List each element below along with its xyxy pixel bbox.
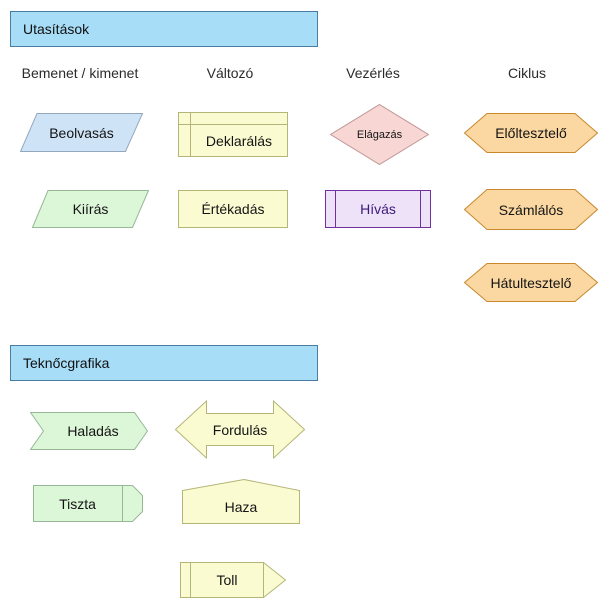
column-label-vezerles: Vezérlés	[346, 65, 400, 81]
hexagon-icon	[464, 113, 598, 153]
tool-label-szamlalos: Számlálós	[498, 201, 564, 218]
double-arrow-icon	[175, 400, 305, 459]
hexagon-icon	[464, 263, 598, 302]
tool-deklaralas[interactable]: Deklarálás	[178, 112, 288, 157]
column-label-valtozo: Változó	[206, 65, 254, 81]
tool-label-toll: Toll	[216, 572, 238, 588]
rectangle-icon	[178, 190, 288, 228]
tool-label-beolvasas: Beolvasás	[49, 124, 114, 141]
tool-label-haladas: Haladás	[67, 423, 119, 439]
column-label-bemenet-kimenet: Bemenet / kimenet	[21, 65, 139, 81]
house-icon	[182, 479, 300, 524]
tool-label-hivas: Hívás	[360, 201, 396, 217]
tool-label-fordulas: Fordulás	[212, 421, 268, 438]
pencil-icon	[180, 562, 286, 598]
tool-label-haza: Haza	[224, 498, 258, 515]
section-header-utasitasok[interactable]: Utasítások	[10, 11, 318, 47]
tool-fordulas[interactable]: Fordulás	[175, 400, 305, 459]
column-label-ciklus: Ciklus	[507, 65, 547, 81]
section-title: Utasítások	[23, 21, 90, 37]
tool-haladas[interactable]: Haladás	[30, 412, 148, 450]
tool-szamlalos[interactable]: Számlálós	[464, 189, 598, 230]
tool-hatultesztelo[interactable]: Hátultesztelő	[464, 263, 598, 302]
tool-label-elagazas: Elágazás	[356, 128, 403, 141]
tool-tiszta[interactable]: Tiszta	[33, 485, 143, 522]
tool-hivas[interactable]: Hívás	[325, 190, 431, 228]
tool-elagazas[interactable]: Elágazás	[330, 104, 429, 165]
parallelogram-icon	[20, 113, 143, 152]
tool-label-eloltesztelo: Előltesztelő	[495, 125, 567, 141]
section-title: Teknőcgrafika	[23, 355, 110, 371]
tool-haza[interactable]: Haza	[182, 479, 300, 524]
diamond-icon	[330, 104, 429, 165]
tool-ertekadas[interactable]: Értékadás	[178, 190, 288, 228]
tool-kiiras[interactable]: Kiírás	[32, 190, 149, 228]
hexagon-icon	[464, 189, 598, 230]
tool-label-deklaralas: Deklarálás	[205, 132, 273, 149]
section-header-teknocgrafika[interactable]: Teknőcgrafika	[10, 345, 318, 381]
tool-toll[interactable]: Toll	[180, 562, 286, 598]
bullet-box-icon	[33, 485, 143, 522]
parallelogram-icon	[32, 190, 149, 228]
tool-eloltesztelo[interactable]: Előltesztelő	[464, 113, 598, 153]
tool-label-ertekadas: Értékadás	[201, 201, 265, 217]
declaration-box-icon	[178, 112, 288, 157]
tool-label-tiszta: Tiszta	[59, 495, 96, 512]
chevron-arrow-icon	[30, 412, 148, 450]
tool-label-kiiras: Kiírás	[72, 201, 109, 217]
tool-label-hatultesztelo: Hátultesztelő	[490, 274, 572, 291]
tool-beolvasas[interactable]: Beolvasás	[20, 113, 143, 152]
subroutine-box-icon	[325, 190, 431, 228]
